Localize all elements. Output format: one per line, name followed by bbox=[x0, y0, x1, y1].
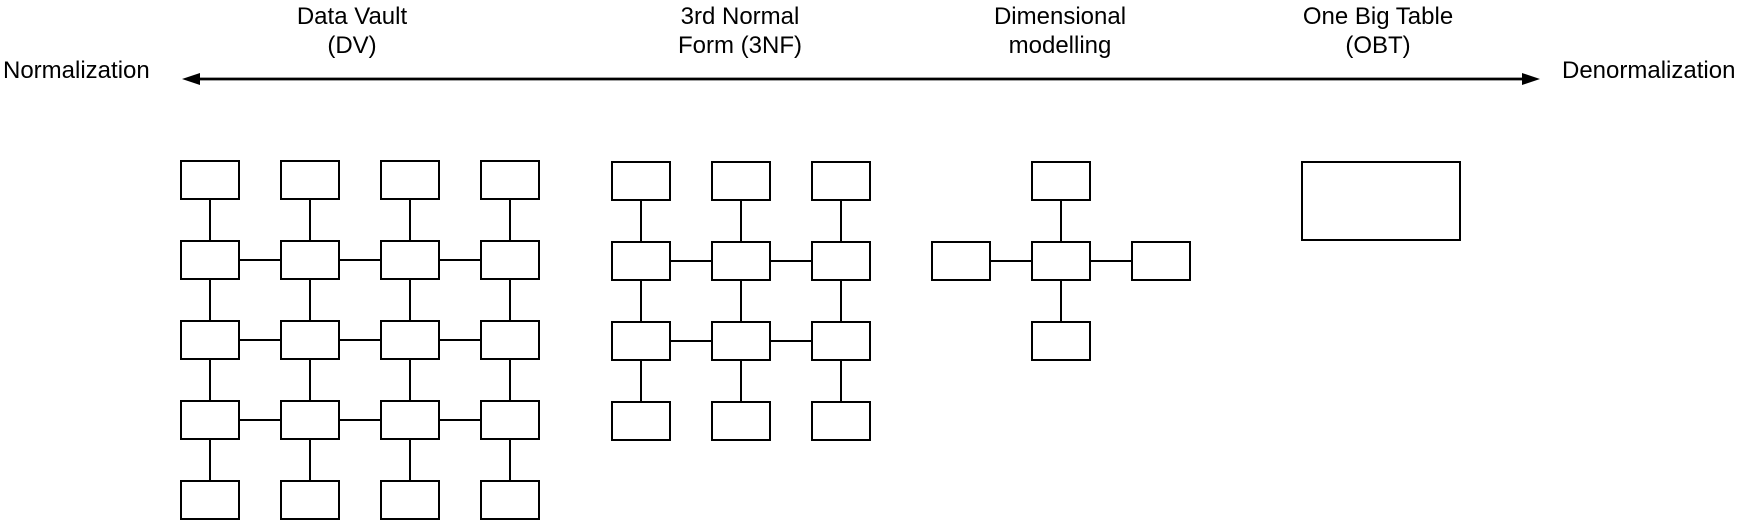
table-box bbox=[280, 400, 340, 440]
table-box bbox=[480, 400, 540, 440]
connector-line bbox=[991, 260, 1031, 262]
connector-line bbox=[671, 340, 711, 342]
connector-line bbox=[509, 280, 511, 320]
connector-line bbox=[209, 280, 211, 320]
normalization-label: Normalization bbox=[3, 57, 150, 84]
table-box bbox=[931, 241, 991, 281]
connector-line bbox=[309, 360, 311, 400]
table-box bbox=[380, 480, 440, 520]
connector-line bbox=[509, 200, 511, 240]
title-line: Data Vault bbox=[296, 3, 408, 30]
table-box bbox=[280, 160, 340, 200]
connector-line bbox=[409, 280, 411, 320]
table-box bbox=[611, 241, 671, 281]
table-box bbox=[180, 400, 240, 440]
connector-line bbox=[340, 339, 380, 341]
connector-line bbox=[440, 339, 480, 341]
connector-line bbox=[1060, 201, 1062, 241]
connector-line bbox=[509, 360, 511, 400]
connector-line bbox=[740, 361, 742, 401]
connector-line bbox=[671, 260, 711, 262]
connector-line bbox=[340, 419, 380, 421]
table-box bbox=[180, 160, 240, 200]
table-box bbox=[711, 401, 771, 441]
table-box bbox=[1031, 321, 1091, 361]
table-box bbox=[280, 480, 340, 520]
connector-line bbox=[409, 360, 411, 400]
connector-line bbox=[309, 200, 311, 240]
connector-line bbox=[309, 440, 311, 480]
table-box bbox=[711, 161, 771, 201]
connector-line bbox=[840, 201, 842, 241]
table-box bbox=[480, 320, 540, 360]
connector-line bbox=[209, 200, 211, 240]
table-box bbox=[380, 400, 440, 440]
dimensional-modelling-title: Dimensional modelling bbox=[994, 2, 1126, 60]
table-box bbox=[611, 401, 671, 441]
connector-line bbox=[740, 201, 742, 241]
denormalization-label: Denormalization bbox=[1562, 57, 1736, 84]
third-normal-form-title: 3rd Normal Form (3NF) bbox=[678, 2, 802, 60]
table-box bbox=[480, 160, 540, 200]
connector-line bbox=[1060, 281, 1062, 321]
table-box bbox=[180, 480, 240, 520]
table-box bbox=[380, 160, 440, 200]
table-box bbox=[611, 161, 671, 201]
connector-line bbox=[309, 280, 311, 320]
connector-line bbox=[771, 260, 811, 262]
connector-line bbox=[240, 419, 280, 421]
one-big-table-title: One Big Table (OBT) bbox=[1303, 2, 1453, 60]
table-box bbox=[811, 241, 871, 281]
connector-line bbox=[840, 361, 842, 401]
data-vault-title: Data Vault (DV) bbox=[297, 2, 407, 60]
connector-line bbox=[640, 361, 642, 401]
table-box bbox=[811, 401, 871, 441]
title-line: (DV) bbox=[327, 32, 377, 59]
connector-line bbox=[240, 339, 280, 341]
table-box bbox=[280, 320, 340, 360]
table-box bbox=[480, 480, 540, 520]
connector-line bbox=[1091, 260, 1131, 262]
table-box bbox=[711, 241, 771, 281]
connector-line bbox=[340, 259, 380, 261]
connector-line bbox=[771, 340, 811, 342]
table-box bbox=[380, 240, 440, 280]
table-box bbox=[1301, 161, 1461, 241]
table-box bbox=[811, 161, 871, 201]
title-line: Dimensional bbox=[993, 3, 1127, 30]
connector-line bbox=[640, 201, 642, 241]
table-box bbox=[1031, 161, 1091, 201]
connector-line bbox=[409, 440, 411, 480]
table-box bbox=[380, 320, 440, 360]
connector-line bbox=[240, 259, 280, 261]
connector-line bbox=[209, 440, 211, 480]
table-box bbox=[180, 240, 240, 280]
title-line: One Big Table bbox=[1302, 3, 1454, 30]
connector-line bbox=[740, 281, 742, 321]
table-box bbox=[480, 240, 540, 280]
title-line: Form (3NF) bbox=[678, 32, 802, 59]
connector-line bbox=[440, 419, 480, 421]
table-box bbox=[180, 320, 240, 360]
table-box bbox=[280, 240, 340, 280]
connector-line bbox=[409, 200, 411, 240]
connector-line bbox=[840, 281, 842, 321]
connector-line bbox=[440, 259, 480, 261]
title-line: 3rd Normal bbox=[680, 3, 800, 30]
table-box bbox=[1131, 241, 1191, 281]
table-box bbox=[1031, 241, 1091, 281]
title-line: modelling bbox=[1008, 32, 1112, 59]
table-box bbox=[611, 321, 671, 361]
table-box bbox=[711, 321, 771, 361]
connector-line bbox=[509, 440, 511, 480]
connector-line bbox=[209, 360, 211, 400]
connector-line bbox=[640, 281, 642, 321]
title-line: (OBT) bbox=[1345, 32, 1411, 59]
table-box bbox=[811, 321, 871, 361]
